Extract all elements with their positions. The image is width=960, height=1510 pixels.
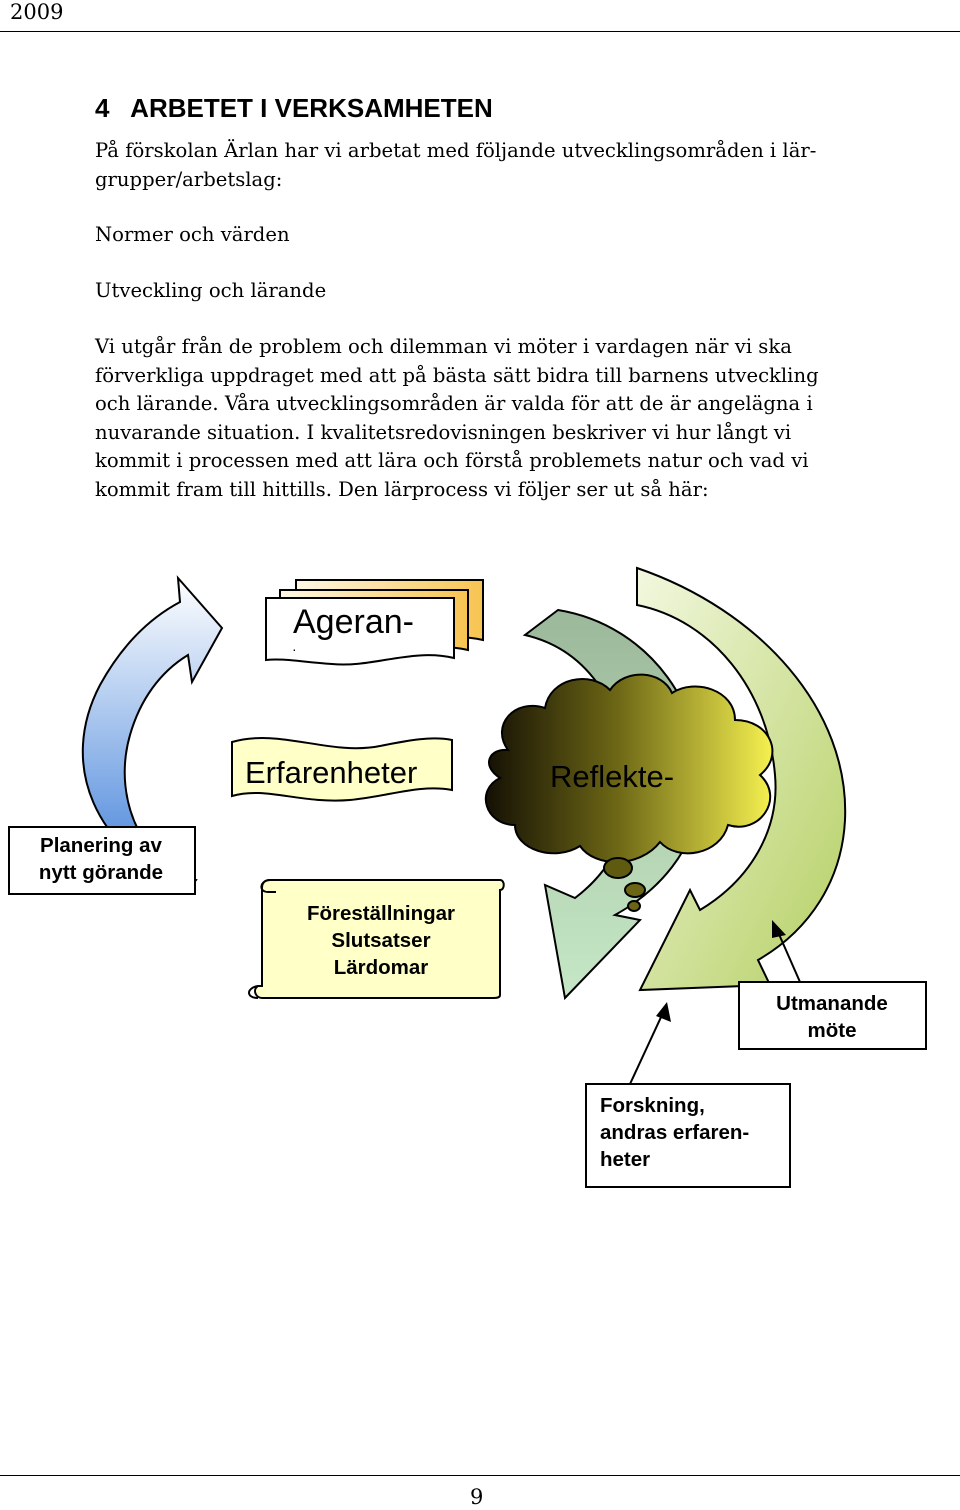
planering-box xyxy=(8,826,196,895)
paragraph-line: och lärande. Våra utvecklingsområden är … xyxy=(95,392,813,415)
intro-paragraph: På förskolan Ärlan har vi arbetat med fö… xyxy=(95,137,885,194)
agerande-stacked-pages xyxy=(265,579,484,666)
label-planering: Planering av nytt görande xyxy=(10,832,192,886)
label-forestallningar: Föreställningar Slutsatser Lärdomar xyxy=(270,900,492,981)
utmanande-box xyxy=(738,981,927,1050)
learning-process-diagram: Ageran- · Erfarenheter Reflekte- Planeri… xyxy=(0,550,960,1250)
paragraph-line: kommit fram till hittills. Den lärproces… xyxy=(95,477,709,501)
label-forskning: Forskning, andras erfaren- heter xyxy=(600,1092,785,1173)
lime-cycle-arrow xyxy=(636,566,847,992)
planering-line: nytt görande xyxy=(38,861,164,884)
reflektera-cloud xyxy=(484,673,774,912)
header-rule xyxy=(0,31,960,32)
blue-cycle-arrow xyxy=(81,575,224,892)
label-agerande-cut: · xyxy=(292,641,297,657)
section-title: 4 ARBETET I VERKSAMHETEN xyxy=(95,93,493,123)
forestallningar-line: Lärdomar xyxy=(333,956,429,979)
erfarenheter-banner xyxy=(231,737,453,802)
label-reflektera: Reflekte- xyxy=(550,759,675,794)
footer-rule xyxy=(0,1475,960,1476)
main-paragraph: Vi utgår från de problem och dilemman vi… xyxy=(95,333,885,504)
paragraph-line: nuvarande situation. I kvalitetsredovisn… xyxy=(95,420,792,444)
forskning-box xyxy=(585,1083,791,1188)
forestallningar-line: Slutsatser xyxy=(331,929,431,952)
utmanande-line: Utmanande xyxy=(776,992,888,1015)
page-number: 9 xyxy=(470,1485,484,1509)
paragraph-line: kommit i processen med att lära och förs… xyxy=(95,449,809,472)
forskning-line: heter xyxy=(600,1148,651,1171)
paragraph-line: förverkliga uppdraget med att på bästa s… xyxy=(95,363,819,387)
planering-line: Planering av xyxy=(40,834,162,857)
label-agerande: Ageran- xyxy=(293,603,414,641)
forskning-line: Forskning, xyxy=(600,1094,705,1117)
header-year: 2009 xyxy=(10,0,64,24)
connector-utmanande xyxy=(777,931,801,983)
diagram-graphics xyxy=(8,566,927,1188)
intro-line: grupper/arbetslag: xyxy=(95,167,283,191)
label-erfarenheter: Erfarenheter xyxy=(245,755,418,790)
area-utveckling: Utveckling och lärande xyxy=(95,279,327,302)
forestallningar-line: Föreställningar xyxy=(306,902,456,925)
connector-forskning xyxy=(629,1014,663,1085)
utmanande-line: möte xyxy=(807,1019,857,1042)
forestallningar-scroll xyxy=(248,879,505,999)
intro-line: På förskolan Ärlan har vi arbetat med fö… xyxy=(95,139,817,162)
paragraph-line: Vi utgår från de problem och dilemman vi… xyxy=(95,335,792,358)
area-normer: Normer och värden xyxy=(95,223,290,246)
arrowhead-utmanande xyxy=(772,920,786,938)
label-utmanande: Utmanande möte xyxy=(741,990,923,1044)
arrowhead-forskning xyxy=(656,1002,671,1022)
forskning-line: andras erfaren- xyxy=(600,1121,750,1144)
